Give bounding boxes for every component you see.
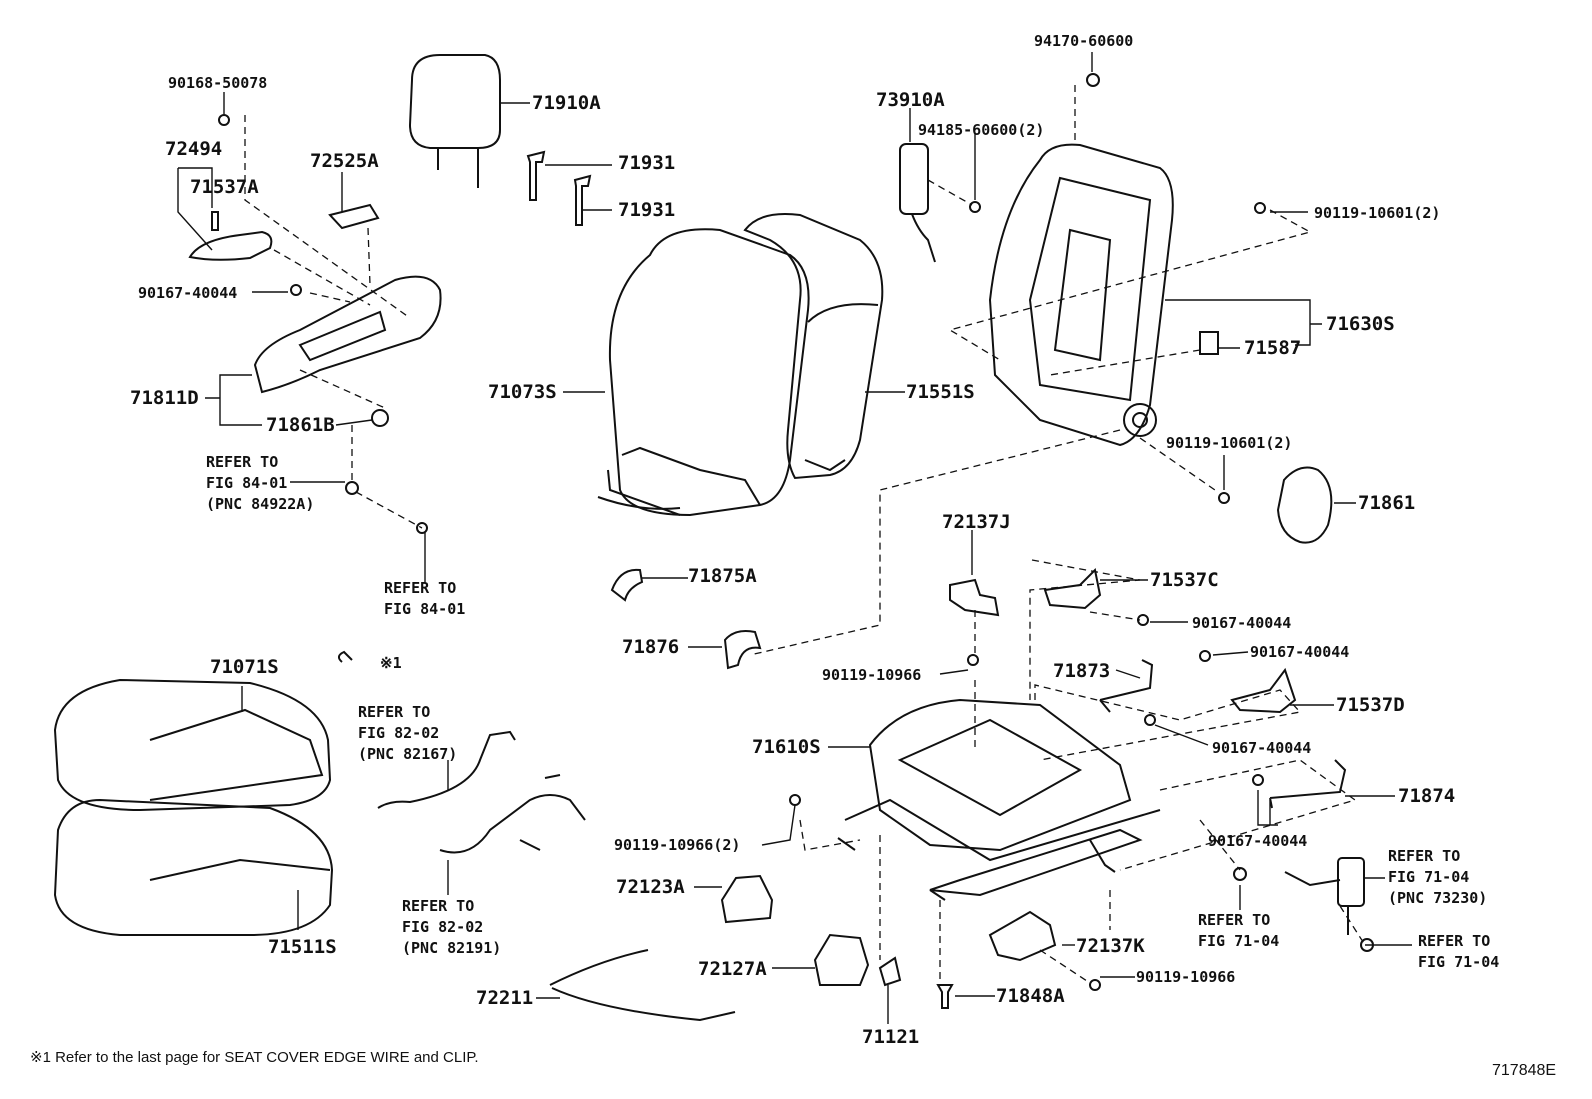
label-90119-10966-lower: 90119-10966 xyxy=(1136,968,1236,986)
clip-shape xyxy=(371,409,389,427)
label-90119-10966-upper: 90119-10966 xyxy=(822,666,922,684)
clip-71121-shape xyxy=(878,956,902,987)
label-90168-50078: 90168-50078 xyxy=(168,74,268,92)
cover-72123A-shape xyxy=(720,874,774,924)
label-90119-10601-lower: 90119-10601(2) xyxy=(1166,434,1293,452)
refer-fig-71-04-b: REFER TO FIG 71-04 xyxy=(1418,932,1500,971)
bracket-71537D-shape xyxy=(1230,667,1297,714)
seat-track-frame-shape xyxy=(837,698,1161,901)
label-94170-60600: 94170-60600 xyxy=(1034,32,1134,50)
bracket-72137J-shape xyxy=(949,578,1000,617)
label-90167-40044-e: 90167-40044 xyxy=(1208,832,1308,850)
label-90119-10966-2: 90119-10966(2) xyxy=(614,836,741,854)
headrest-guide-shapes xyxy=(526,150,592,226)
label-72494: 72494 xyxy=(165,138,223,160)
label-72211: 72211 xyxy=(476,987,534,1009)
label-71537A: 71537A xyxy=(190,176,259,198)
label-71848A: 71848A xyxy=(996,985,1065,1007)
label-72525A: 72525A xyxy=(310,150,379,172)
bracket-72137K-shape xyxy=(988,910,1057,962)
label-71875A: 71875A xyxy=(688,565,757,587)
label-71537D: 71537D xyxy=(1336,694,1405,716)
label-71071S: 71071S xyxy=(210,656,279,678)
headrest-shape xyxy=(408,54,501,188)
label-72137J: 72137J xyxy=(942,511,1011,533)
label-71874: 71874 xyxy=(1398,785,1456,807)
label-71537C: 71537C xyxy=(1150,569,1219,591)
label-73910A: 73910A xyxy=(876,89,945,111)
bracket-71537C-shape xyxy=(1043,567,1102,610)
cover-72127A-shape xyxy=(813,933,870,986)
label-90167-40044-c1: 90167-40044 xyxy=(1192,614,1292,632)
label-71873: 71873 xyxy=(1053,660,1111,682)
label-71811D: 71811D xyxy=(130,387,199,409)
label-71861B: 71861B xyxy=(266,414,335,436)
seatback-bracket-shape xyxy=(1199,331,1219,355)
bolt-shapes xyxy=(218,73,1374,991)
label-71610S: 71610S xyxy=(752,736,821,758)
seat-cushion-cover-shape xyxy=(53,678,332,812)
label-71931-lower: 71931 xyxy=(618,199,676,221)
label-72137K: 72137K xyxy=(1076,935,1145,957)
wire-harness-shapes xyxy=(377,730,586,854)
figure-number: 717848E xyxy=(1492,1062,1557,1079)
refer-fig-71-04-a: REFER TO FIG 71-04 xyxy=(1198,911,1280,950)
side-shield-shape xyxy=(253,275,442,394)
label-90167-40044-d: 90167-40044 xyxy=(1212,739,1312,757)
seatback-pad-shape xyxy=(743,213,884,480)
airbag-module-shape xyxy=(899,143,936,263)
label-71121: 71121 xyxy=(862,1026,920,1048)
refer-fig-82-02-82167: REFER TO FIG 82-02 (PNC 82167) xyxy=(358,703,458,763)
rod-71874-shape xyxy=(1269,759,1347,809)
label-90167-40044-left: 90167-40044 xyxy=(138,284,238,302)
refer-fig-71-04-pnc: REFER TO FIG 71-04 (PNC 73230) xyxy=(1388,847,1488,907)
label-94185-60600: 94185-60600(2) xyxy=(918,121,1045,139)
edge-wire-72211-shape xyxy=(549,949,736,1022)
assembly-dashed-lines xyxy=(244,85,1366,984)
label-71931-upper: 71931 xyxy=(618,152,676,174)
leader-lines xyxy=(177,52,1412,1024)
label-71630S: 71630S xyxy=(1326,313,1395,335)
seatback-frame-shape xyxy=(988,143,1174,447)
refer-fig-84-01: REFER TO FIG 84-01 xyxy=(384,579,466,618)
seatback-cover-shape xyxy=(597,228,810,517)
footnote: ※1 Refer to the last page for SEAT COVER… xyxy=(30,1049,479,1066)
shield-cover-shape xyxy=(328,203,380,230)
label-90167-40044-c2: 90167-40044 xyxy=(1250,643,1350,661)
seatbelt-buckle-shape xyxy=(1284,857,1365,935)
label-72123A: 72123A xyxy=(616,876,685,898)
label-71910A: 71910A xyxy=(532,92,601,114)
refer-fig-82-02-82191: REFER TO FIG 82-02 (PNC 82191) xyxy=(402,897,502,957)
seat-cushion-pad-shape xyxy=(53,798,334,936)
rod-71873-shape xyxy=(1099,659,1154,713)
label-72127A: 72127A xyxy=(698,958,767,980)
label-71511S: 71511S xyxy=(268,936,337,958)
refer-fig-84-01-pnc: REFER TO FIG 84-01 (PNC 84922A) xyxy=(206,453,315,513)
label-71551S: 71551S xyxy=(906,381,975,403)
label-71073S: 71073S xyxy=(488,381,557,403)
recliner-knob-shape xyxy=(1276,466,1333,544)
label-90119-10601-upper: 90119-10601(2) xyxy=(1314,204,1441,222)
label-71876: 71876 xyxy=(622,636,680,658)
lever-knob-shape xyxy=(188,211,273,261)
label-71861: 71861 xyxy=(1358,492,1416,514)
pin-71848A-shape xyxy=(936,984,954,1009)
label-71587: 71587 xyxy=(1244,337,1302,359)
note-marker: ※1 xyxy=(380,654,402,672)
trim-clip-shapes xyxy=(610,568,762,670)
